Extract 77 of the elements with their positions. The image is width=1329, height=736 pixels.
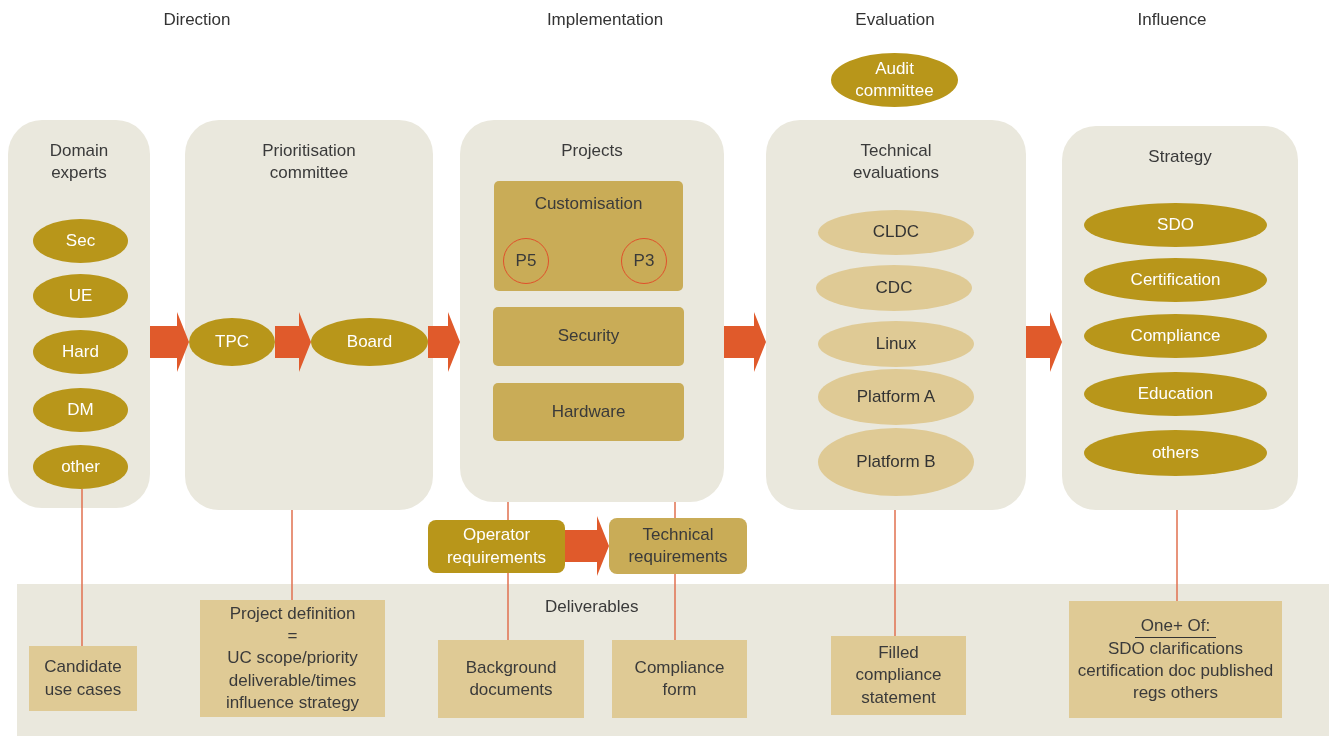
group-panel (8, 120, 150, 508)
arrow (275, 312, 311, 372)
node-label: Security (557, 325, 620, 348)
arrow (150, 312, 189, 372)
role-ellipse (189, 318, 275, 366)
project-box (493, 383, 684, 441)
node-label: Linux (875, 332, 917, 355)
deliverables-band (17, 584, 1329, 736)
leader-line (674, 501, 676, 519)
node-label: Strategy (1148, 146, 1212, 168)
leader-line (507, 572, 509, 641)
node-label: Filled compliance statement (854, 642, 943, 709)
leader-line (81, 488, 83, 647)
node-label: Candidate use cases (43, 656, 123, 701)
arrow (565, 516, 609, 576)
group-panel (185, 120, 433, 510)
deliverable-box (200, 600, 385, 717)
node-label: Hard (62, 340, 99, 363)
node-label: Board (346, 330, 393, 353)
node-label: TPC (215, 330, 249, 353)
node-label: Deliverables (545, 596, 639, 618)
group-panel (1062, 126, 1298, 510)
node-label: Compliance form (633, 656, 726, 701)
column-heading: Influence (1137, 10, 1207, 30)
node-label: CLDC (872, 221, 920, 244)
group-panel (460, 120, 724, 502)
node-label: Project definition (229, 603, 356, 626)
node-label: Platform B (856, 450, 936, 473)
leader-line (894, 509, 896, 637)
node-label: Domain experts (48, 140, 110, 185)
node-label: SDO (1157, 213, 1194, 236)
node-label: DM (67, 398, 94, 421)
node-label: Customisation (534, 193, 643, 215)
arrow (428, 312, 460, 372)
arrow (1026, 312, 1062, 372)
column-heading: Evaluation (855, 10, 935, 30)
node-label: Technical requirements (627, 523, 729, 568)
node-label: Compliance (1130, 324, 1221, 347)
node-label: Operator requirements (445, 524, 548, 569)
list-heading: One+ Of: (1134, 614, 1217, 638)
deliverable-box (29, 646, 137, 711)
leader-line (674, 573, 676, 641)
node-label: P3 (633, 249, 655, 272)
node-label: Education (1137, 382, 1214, 405)
node-label: Projects (561, 140, 623, 162)
node-label: SDO clarifications certification doc published regs others (1076, 637, 1275, 705)
group-panel (766, 120, 1026, 510)
deliverable-box (438, 640, 584, 718)
arrow (724, 312, 766, 372)
deliverable-box (1069, 601, 1282, 718)
requirement-box (609, 518, 747, 574)
role-ellipse (311, 318, 428, 366)
node-label: Technical evaluations (852, 140, 940, 185)
node-label: UC scope/priority deliverable/times influence strategy (224, 647, 361, 714)
node-label: other (61, 455, 100, 478)
column-heading: Implementation (546, 10, 664, 30)
node-label: P5 (515, 249, 537, 272)
node-label: Hardware (551, 400, 626, 423)
node-label: UE (68, 284, 93, 307)
node-label: Certification (1130, 268, 1221, 291)
project-box (494, 181, 683, 291)
node-label: Sec (65, 229, 96, 252)
deliverable-box (612, 640, 747, 718)
deliverable-box (831, 636, 966, 715)
leader-line (507, 501, 509, 521)
project-box (493, 307, 684, 366)
node-label: Platform A (856, 385, 936, 408)
requirement-box (428, 520, 565, 573)
column-heading: Direction (163, 10, 231, 30)
node-label: Background documents (464, 656, 558, 701)
node-label: Prioritisation committee (261, 140, 357, 185)
node-label: others (1151, 441, 1200, 464)
leader-line (1176, 509, 1178, 602)
node-label: CDC (875, 276, 913, 299)
leader-line (291, 509, 293, 601)
node-label: Audit committee (854, 57, 935, 102)
node-label: = (287, 625, 298, 648)
